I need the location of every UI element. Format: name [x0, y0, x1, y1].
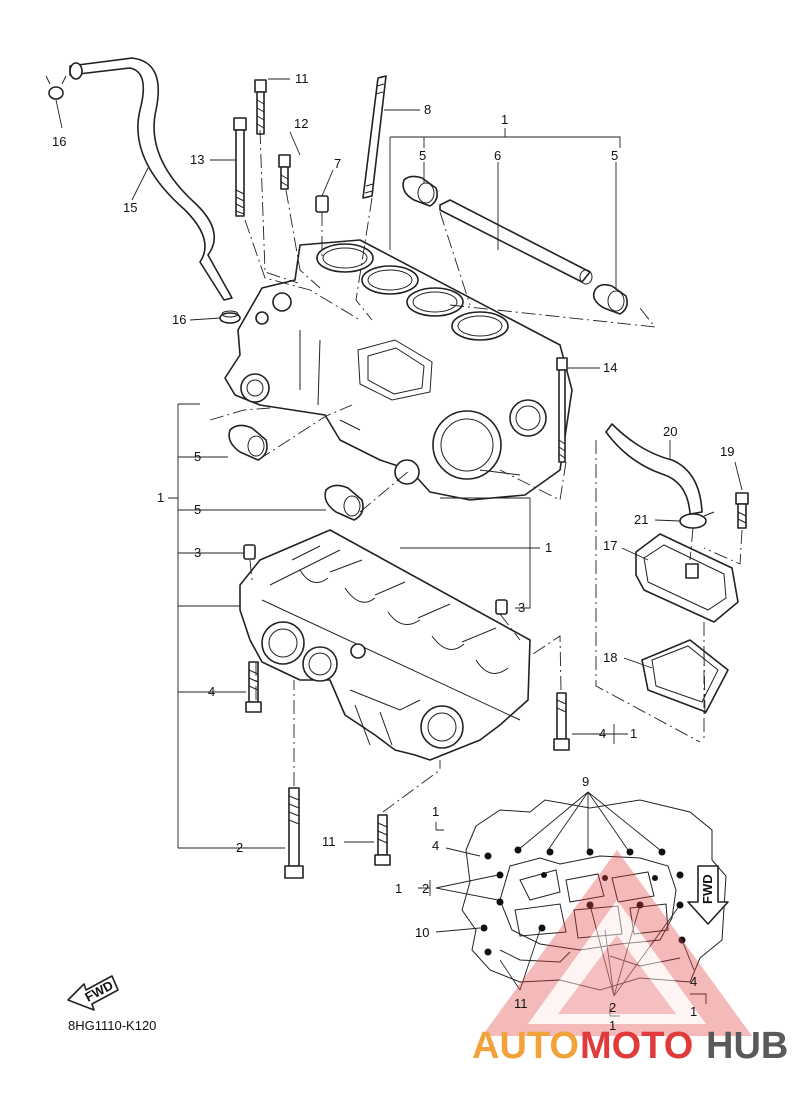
callout-labels: 1 5 6 5 8 11 12 13 7 16 15 16 14 5 1 5 3… [52, 71, 734, 1033]
hose-clip-16-top [45, 75, 67, 100]
callout-12: 12 [294, 116, 308, 131]
watermark-auto: AUTO [472, 1025, 579, 1067]
bolt-2 [284, 787, 304, 879]
callout-6: 6 [494, 148, 501, 163]
clamp-21 [679, 511, 715, 529]
callout-2-inset-bottom: 2 [609, 1000, 616, 1015]
callout-1-inset-br: 1 [690, 1004, 697, 1019]
bolt-19 [735, 492, 749, 529]
watermark-logo [482, 850, 752, 1036]
diagram-code: 8HG1110-K120 [68, 1018, 156, 1033]
callout-11-inset: 11 [514, 996, 528, 1011]
leader-lines [55, 78, 743, 1017]
callout-10: 10 [415, 925, 429, 940]
dowel-pin-7 [315, 195, 329, 213]
watermark-moto: MOTO [580, 1025, 693, 1067]
hose-clip-16-mid [219, 310, 241, 324]
breather-hose-20 [605, 423, 703, 515]
callout-9: 9 [582, 774, 589, 789]
stud-bolt-14 [556, 357, 568, 463]
gasket-18 [641, 639, 729, 713]
callout-17: 17 [603, 538, 617, 553]
callout-21: 21 [634, 512, 648, 527]
callout-14: 14 [603, 360, 617, 375]
callout-11-bottom: 11 [322, 834, 336, 849]
bolt-pattern-inset [461, 799, 727, 991]
fwd-arrow-corner: FWD [67, 975, 119, 1011]
watermark-hub: HUB [706, 1025, 788, 1067]
dowel-pin-3-left [243, 544, 256, 560]
bolt-4-right [553, 692, 570, 751]
bolt-11-top [254, 79, 267, 135]
alignment-lines [209, 129, 743, 813]
bolt-13 [233, 117, 247, 217]
callout-15: 15 [123, 200, 137, 215]
callout-13: 13 [190, 152, 204, 167]
callout-2-left: 2 [236, 840, 243, 855]
callout-3-left: 3 [194, 545, 201, 560]
callout-1-inset-left: 1 [395, 881, 402, 896]
callout-4-left: 4 [208, 684, 215, 699]
fwd-label-inset: FWD [700, 874, 715, 904]
oil-seal-5-upper-left [402, 175, 438, 207]
upper-crankcase [224, 239, 573, 501]
callout-1-inset-top: 1 [432, 804, 439, 819]
lower-crankcase [239, 529, 531, 761]
dowel-pin-3-right [495, 599, 508, 615]
callout-4-inset-bottom: 4 [690, 974, 697, 989]
callout-5-a: 5 [194, 449, 201, 464]
callout-5-left-top: 5 [419, 148, 426, 163]
bolt-12 [278, 154, 291, 190]
oil-seal-5-mid-a [228, 424, 268, 461]
callout-1-top: 1 [501, 112, 508, 127]
oil-seal-5-upper-right [592, 283, 628, 315]
callout-5-b: 5 [194, 502, 201, 517]
callout-18: 18 [603, 650, 617, 665]
oil-seal-5-mid-b [324, 484, 364, 521]
bolt-4-left [245, 661, 262, 713]
callout-16-mid: 16 [172, 312, 186, 327]
callout-11-top: 11 [295, 71, 309, 86]
callout-1-inset-bottom: 1 [609, 1018, 616, 1033]
callout-19: 19 [720, 444, 734, 459]
stud-bolt-8 [362, 75, 387, 199]
breather-cover-17 [635, 533, 739, 623]
breather-hose-15 [69, 57, 233, 301]
callout-7: 7 [334, 156, 341, 171]
callout-20: 20 [663, 424, 677, 439]
callout-4-right: 4 [599, 726, 606, 741]
bolt-11-bottom [374, 814, 391, 866]
callout-2-inset-left: 2 [422, 881, 429, 896]
callout-8: 8 [424, 102, 431, 117]
callout-3-right: 3 [518, 600, 525, 615]
callout-1-right: 1 [630, 726, 637, 741]
callout-1-left: 1 [157, 490, 164, 505]
watermark-text: AUTO MOTO HUB [472, 1025, 788, 1067]
callout-16-top: 16 [52, 134, 66, 149]
callout-5-right-top: 5 [611, 148, 618, 163]
fwd-arrow-inset: FWD [687, 865, 729, 925]
shaft-6 [439, 199, 593, 285]
callout-4-inset-top: 4 [432, 838, 439, 853]
callout-1-mid: 1 [545, 540, 552, 555]
